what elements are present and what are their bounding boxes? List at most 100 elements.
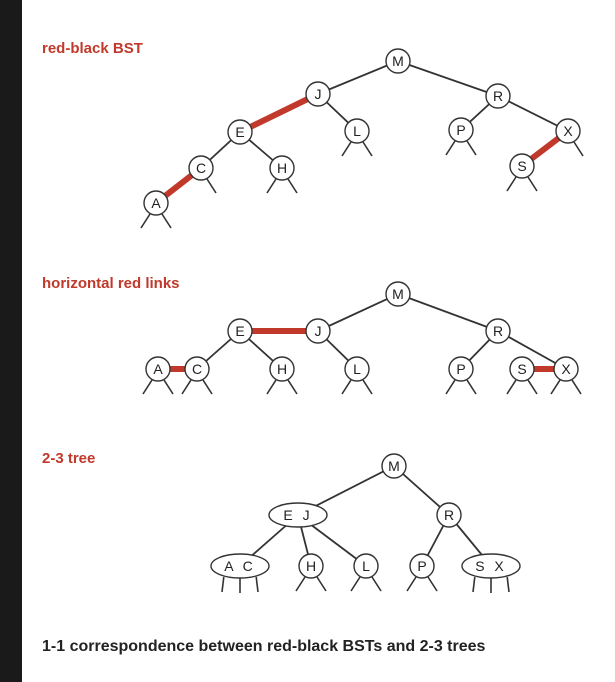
node-circle — [485, 318, 511, 344]
node-circle — [227, 318, 253, 344]
node-key: H — [277, 361, 287, 377]
tree-node-flat-P: P — [448, 356, 474, 382]
node-key: S — [517, 361, 526, 377]
null-link-rb-C-0 — [206, 178, 217, 194]
null-link-flat-A-1 — [163, 379, 174, 395]
tree-node-tt-P: P — [409, 553, 435, 579]
tree-node-flat-L: L — [344, 356, 370, 382]
figure-caption: 1-1 correspondence between red-black BST… — [42, 638, 486, 655]
node-circle — [145, 356, 171, 382]
node-circle — [448, 356, 474, 382]
tree-node-flat-E: E — [227, 318, 253, 344]
node-circle — [353, 553, 379, 579]
tree-node-flat-R: R — [485, 318, 511, 344]
tree-node-rb-A: A — [143, 190, 169, 216]
null-link-rb-L-0 — [341, 141, 352, 157]
black-link-flat-R-X — [497, 330, 567, 370]
null-link-flat-A-0 — [142, 379, 153, 395]
tree-node-flat-X: X — [553, 356, 579, 382]
node-key: E — [235, 124, 244, 140]
tree-node-tt-M: M — [381, 453, 407, 479]
null-link-flat-X-1 — [571, 379, 582, 395]
node-circle — [227, 119, 253, 145]
node-circle — [409, 553, 435, 579]
tree-node-rb-P: P — [448, 117, 474, 143]
node-circle — [509, 153, 535, 179]
tree-node-rb-S: S — [509, 153, 535, 179]
node-circle — [381, 453, 407, 479]
null-link-tt-SX-0 — [472, 576, 476, 593]
node-key: A — [153, 361, 163, 377]
black-link-rb-R-X — [497, 95, 569, 132]
null-link-tt-P-1 — [427, 576, 438, 592]
node-circle — [485, 83, 511, 109]
black-link-rb-M-J — [317, 60, 399, 95]
null-links-layer — [140, 140, 584, 593]
null-link-rb-H-1 — [287, 178, 298, 194]
node-key: A — [151, 195, 161, 211]
node-key: L — [353, 361, 361, 377]
node-circle — [555, 118, 581, 144]
node-circle — [448, 117, 474, 143]
node-circle — [305, 318, 331, 344]
null-link-tt-H-0 — [295, 576, 306, 592]
node-circle — [436, 502, 462, 528]
black-link-flat-M-J — [317, 293, 399, 332]
tree-node-flat-H: H — [269, 356, 295, 382]
node-circle — [344, 118, 370, 144]
node-key: X — [563, 123, 573, 139]
null-link-tt-L-0 — [350, 576, 361, 592]
node-key: L — [353, 123, 361, 139]
node-key: M — [392, 286, 404, 302]
node-key: P — [417, 558, 426, 574]
node-key: C — [192, 361, 202, 377]
null-link-flat-X-0 — [550, 379, 561, 395]
tree-node-rb-L: L — [344, 118, 370, 144]
node-circle — [298, 553, 324, 579]
tree-node-rb-E: E — [227, 119, 253, 145]
node-circle — [553, 356, 579, 382]
tree-node-tt-SX: S X — [461, 553, 521, 579]
node-circle — [188, 155, 214, 181]
node-circle — [269, 155, 295, 181]
tree-node-rb-J: J — [305, 81, 331, 107]
null-link-rb-H-0 — [266, 178, 277, 194]
tree-node-rb-M: M — [385, 48, 411, 74]
node-circle — [268, 502, 328, 528]
tree-node-rb-C: C — [188, 155, 214, 181]
titles-layer: red-black BST horizontal red links 2-3 t… — [42, 40, 486, 655]
tree-node-flat-M: M — [385, 281, 411, 307]
null-link-flat-C-0 — [181, 379, 192, 395]
tree-node-flat-C: C — [184, 356, 210, 382]
null-link-tt-H-1 — [316, 576, 327, 592]
panel-title-2-3-tree: 2-3 tree — [42, 450, 95, 467]
node-key: E J — [283, 507, 312, 523]
tree-node-flat-S: S — [509, 356, 535, 382]
node-key: M — [392, 53, 404, 69]
black-link-rb-M-R — [397, 60, 499, 97]
null-link-flat-P-0 — [445, 379, 456, 395]
node-key: J — [315, 86, 322, 102]
node-circle — [210, 553, 270, 579]
black-link-flat-M-R — [397, 293, 499, 332]
tree-node-flat-J: J — [305, 318, 331, 344]
node-key: J — [315, 323, 322, 339]
node-key: C — [196, 160, 206, 176]
null-link-rb-X-0 — [573, 141, 584, 157]
node-circle — [385, 281, 411, 307]
null-link-flat-C-1 — [202, 379, 213, 395]
null-link-tt-L-1 — [371, 576, 382, 592]
node-key: R — [444, 507, 454, 523]
tree-node-rb-R: R — [485, 83, 511, 109]
null-link-rb-P-1 — [466, 140, 477, 156]
tree-node-tt-H: H — [298, 553, 324, 579]
node-key: P — [456, 361, 465, 377]
panel-title-horizontal-red-links: horizontal red links — [42, 275, 180, 292]
node-key: E — [235, 323, 244, 339]
node-circle — [184, 356, 210, 382]
node-circle — [269, 356, 295, 382]
null-link-rb-A-0 — [140, 213, 151, 229]
node-circle — [385, 48, 411, 74]
